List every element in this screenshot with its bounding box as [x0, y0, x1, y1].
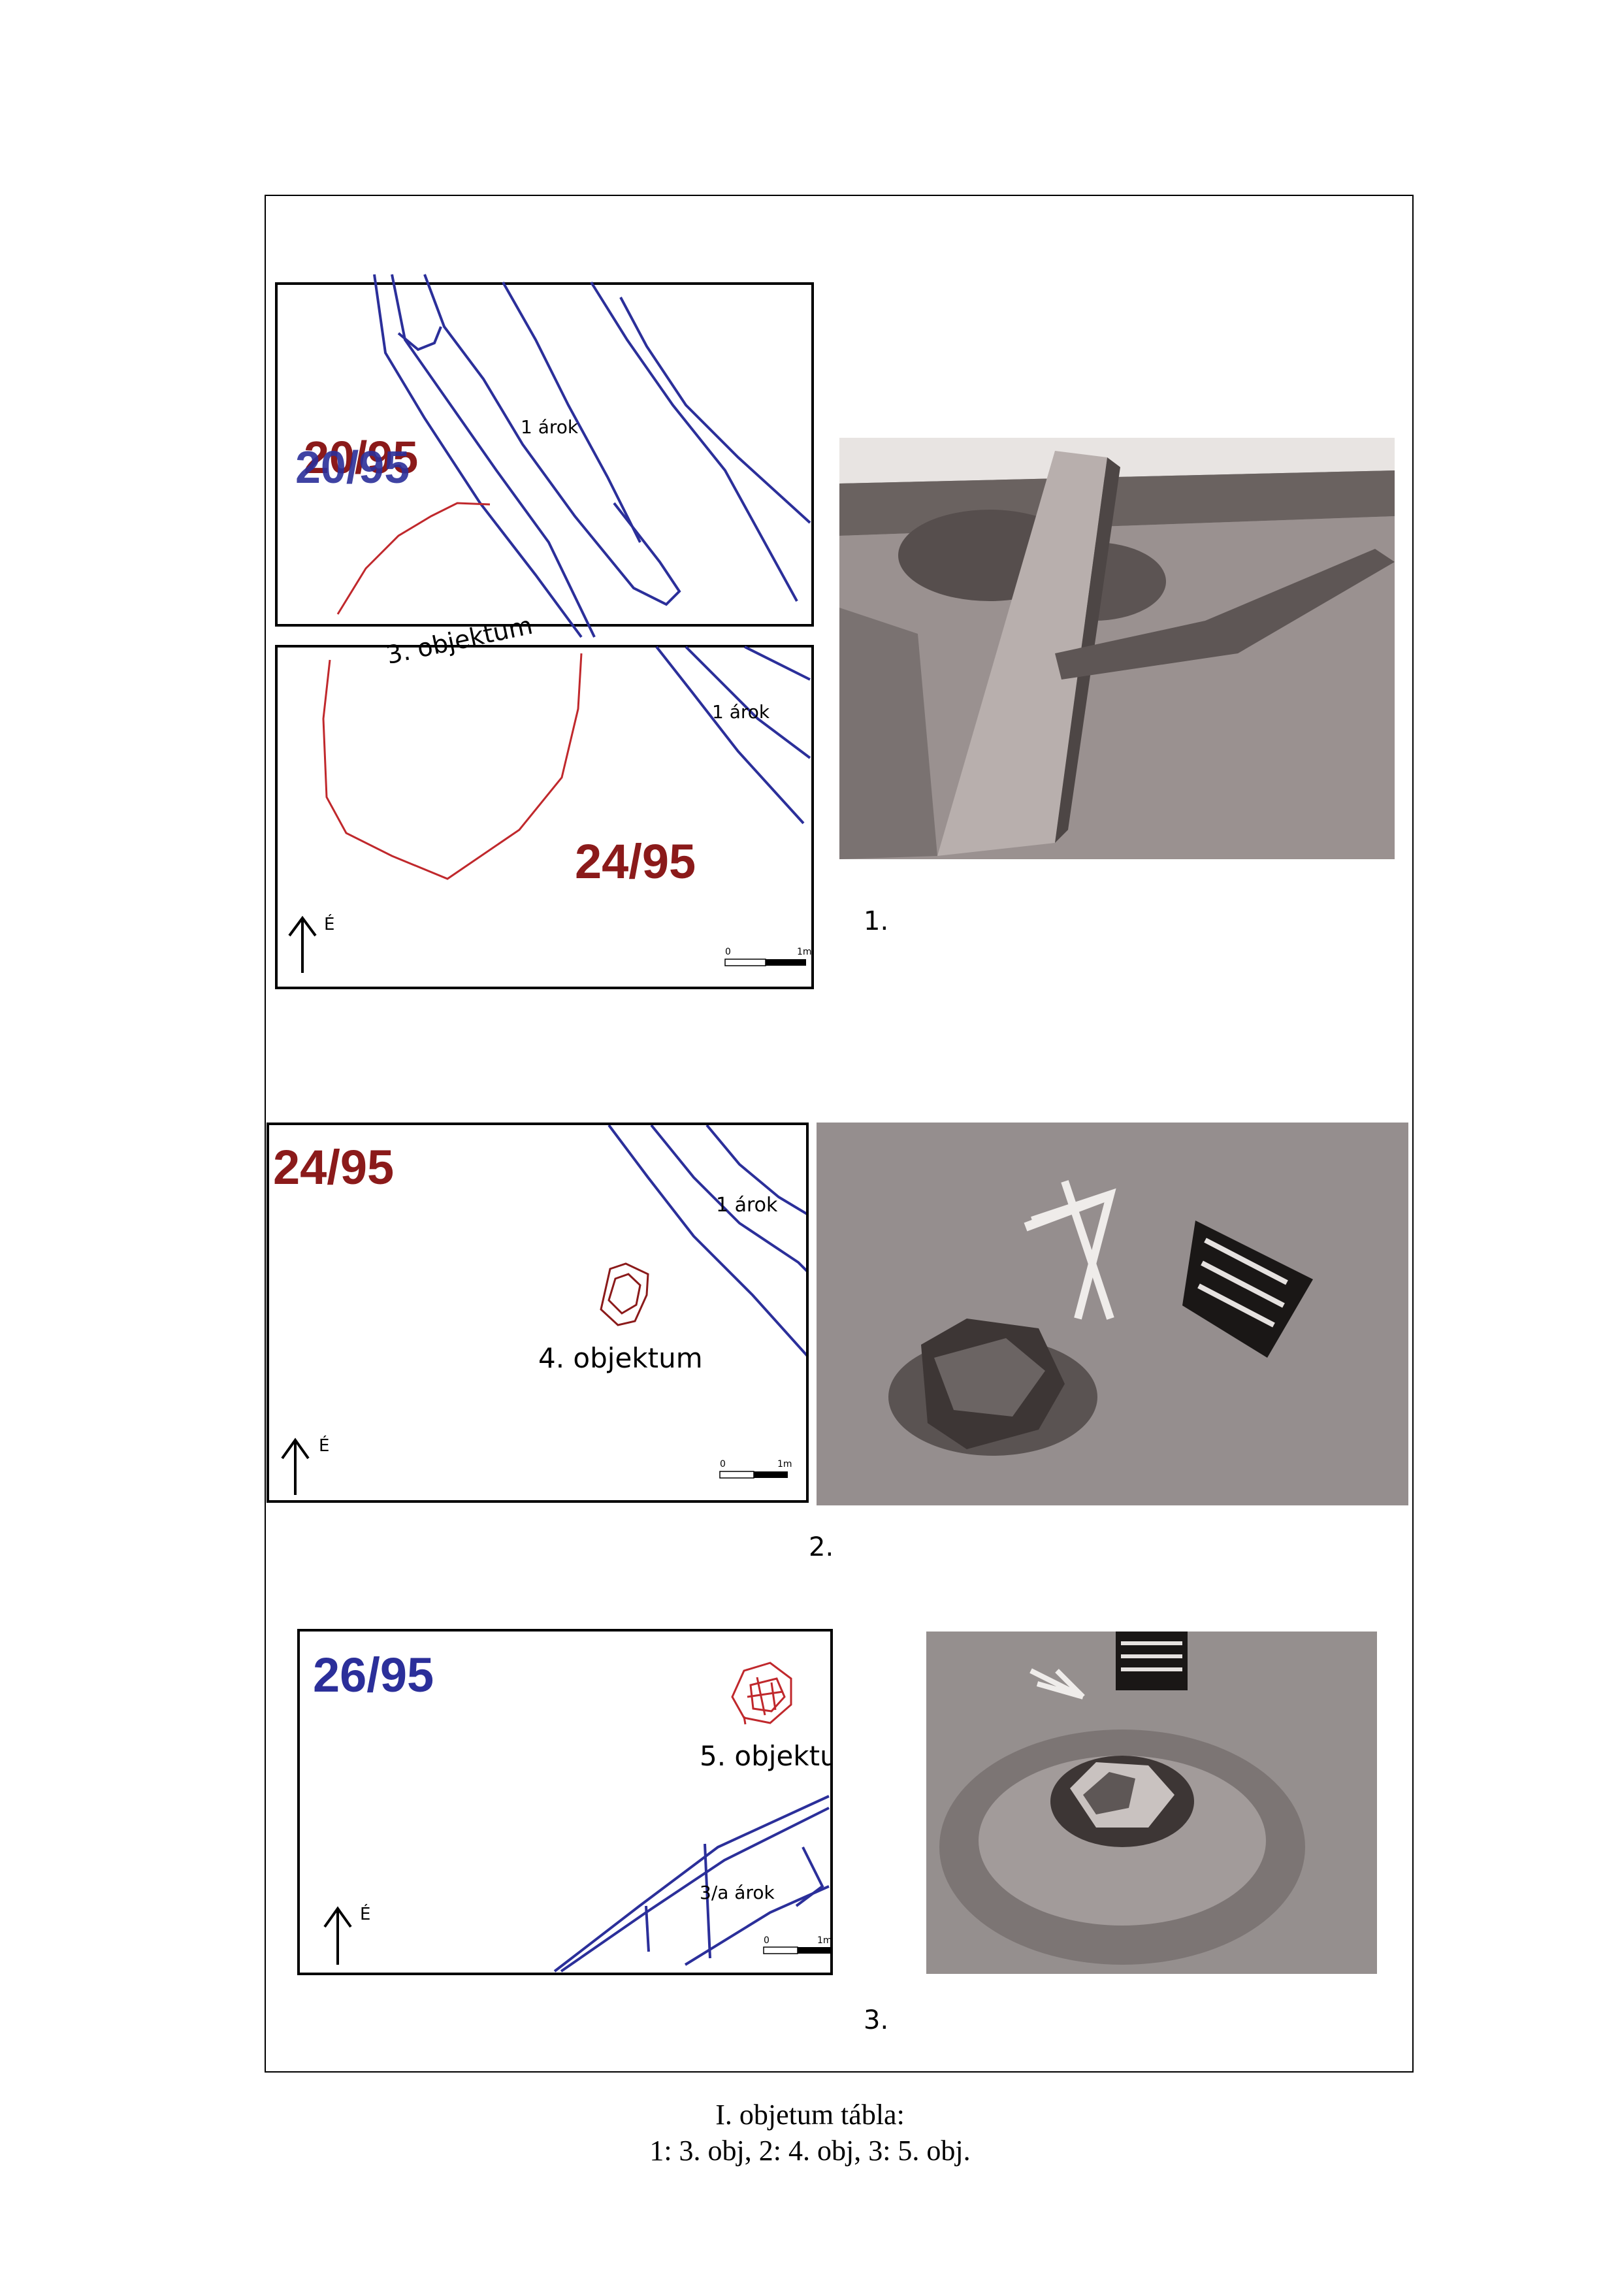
north-label: É: [360, 1905, 371, 1924]
north-label: É: [324, 915, 335, 934]
plot-label-20-95-blue: 20/95: [295, 442, 410, 493]
feature-label-5: 5. objektum: [700, 1740, 830, 1772]
plot-label-24-95: 24/95: [575, 834, 696, 889]
excavation-photo-2: [817, 1123, 1408, 1505]
panel-number-2: 2.: [809, 1532, 834, 1562]
plan-24-95-top: [275, 645, 814, 989]
scale-end-label: 1m: [817, 1935, 832, 1946]
feature-label-4: 4. objektum: [538, 1342, 703, 1374]
scale-end-label: 1m: [797, 947, 812, 957]
ditch-label: 1 árok: [521, 416, 579, 438]
panel-number-1: 1.: [864, 906, 889, 936]
plan-24-95: 24/95 1 árok 4. objektum É 0 1m: [267, 1123, 809, 1503]
scale-zero-label: 0: [725, 947, 731, 957]
plate-caption-legend: 1: 3. obj, 2: 4. obj, 3: 5. obj.: [649, 2135, 971, 2167]
ditch-label: 1 árok: [712, 701, 770, 723]
plot-label-24-95: 24/95: [273, 1140, 395, 1194]
scale-end-label: 1m: [777, 1459, 792, 1469]
excavation-photo-1: [839, 438, 1395, 859]
excavation-photo-3: [926, 1632, 1377, 1974]
ditch-label: 1 árok: [716, 1194, 778, 1217]
ditch-label: 3/a árok: [700, 1882, 775, 1903]
panel-number-3: 3.: [864, 2005, 889, 2035]
scale-zero-label: 0: [764, 1935, 770, 1946]
plot-label-20-95-red: 20/95: [304, 432, 419, 483]
plot-label-26-95: 26/95: [313, 1648, 434, 1702]
plan-26-95: 26/95 5. objektum 3/a árok É 0 1m: [297, 1629, 833, 1975]
scale-zero-label: 0: [720, 1459, 726, 1469]
plate-caption-title: I. objetum tábla:: [715, 2099, 905, 2131]
north-label: É: [319, 1436, 330, 1456]
plate-frame: [265, 195, 1414, 2073]
